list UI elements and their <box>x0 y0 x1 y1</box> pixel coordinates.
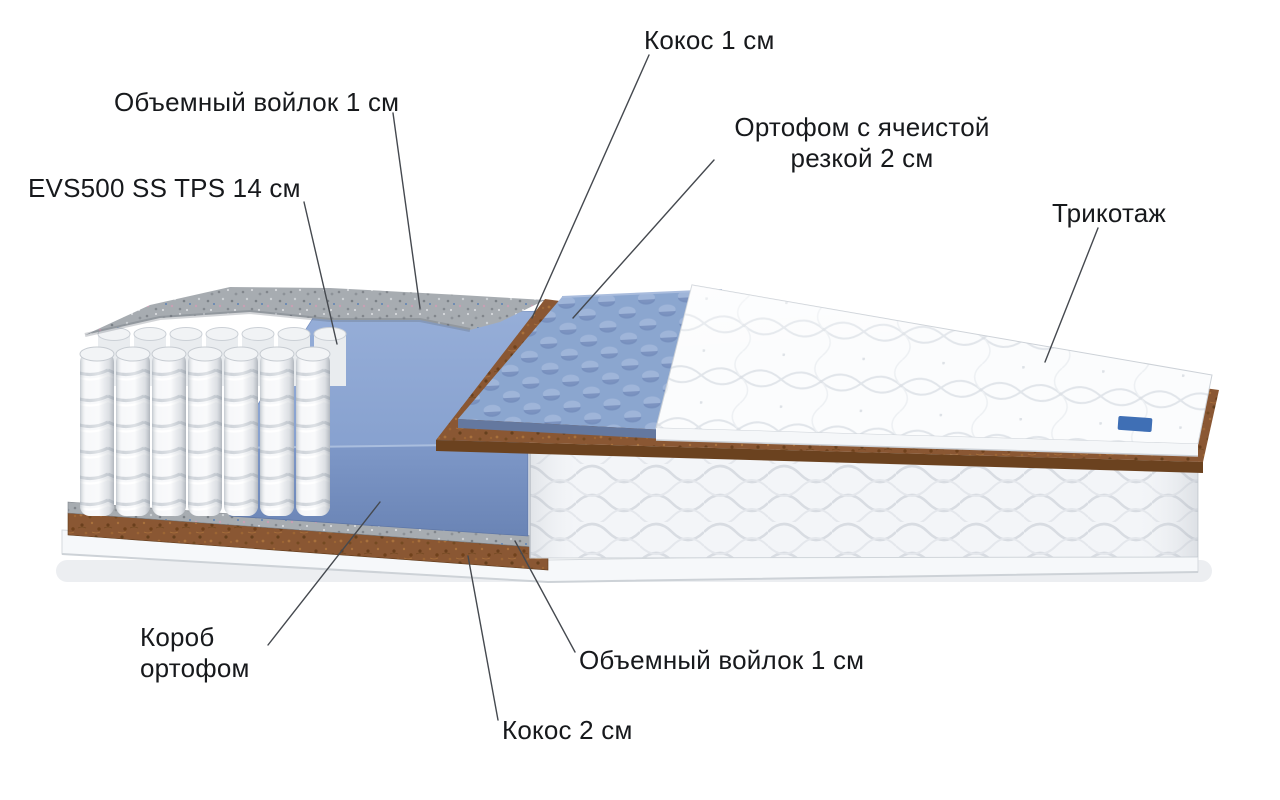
leader-coco-top <box>531 54 650 319</box>
label-orthofoam-cut: Ортофом с ячеистой резкой 2 см <box>712 112 1012 174</box>
brand-tag <box>1117 415 1153 433</box>
leader-lines <box>267 54 1099 721</box>
label-coco-top: Кокос 1 см <box>644 25 775 55</box>
leader-orthofoam-cut <box>572 159 715 319</box>
label-coco-bottom: Кокос 2 см <box>502 715 633 745</box>
knit-cover-layer <box>655 284 1213 457</box>
label-felt-top: Объемный войлок 1 см <box>114 87 400 117</box>
label-orthofoam-box: Короб ортофом <box>140 622 250 684</box>
leader-orthofoam-box <box>267 501 381 646</box>
leader-springs <box>303 201 338 345</box>
leader-felt-bottom <box>514 540 576 653</box>
label-knit: Трикотаж <box>1052 198 1167 228</box>
spring-front-row <box>79 346 331 516</box>
leader-knit <box>1044 227 1099 363</box>
label-orthofoam-cut-line1: Ортофом с ячеистой <box>734 112 990 142</box>
label-felt-bottom: Объемный войлок 1 см <box>579 645 865 675</box>
label-orthofoam-box-line1: Короб <box>140 622 215 652</box>
eggcrate-foam-layer <box>458 289 723 441</box>
mattress-body <box>529 445 1199 559</box>
felt-top-layer <box>84 287 545 337</box>
label-orthofoam-cut-line2: резкой 2 см <box>790 143 934 174</box>
spring-block <box>79 327 347 516</box>
label-springs: EVS500 SS TPS 14 см <box>28 173 301 203</box>
leader-felt-top <box>392 112 421 309</box>
leader-coco-bottom <box>467 555 499 721</box>
label-orthofoam-box-line2: ортофом <box>140 653 250 684</box>
